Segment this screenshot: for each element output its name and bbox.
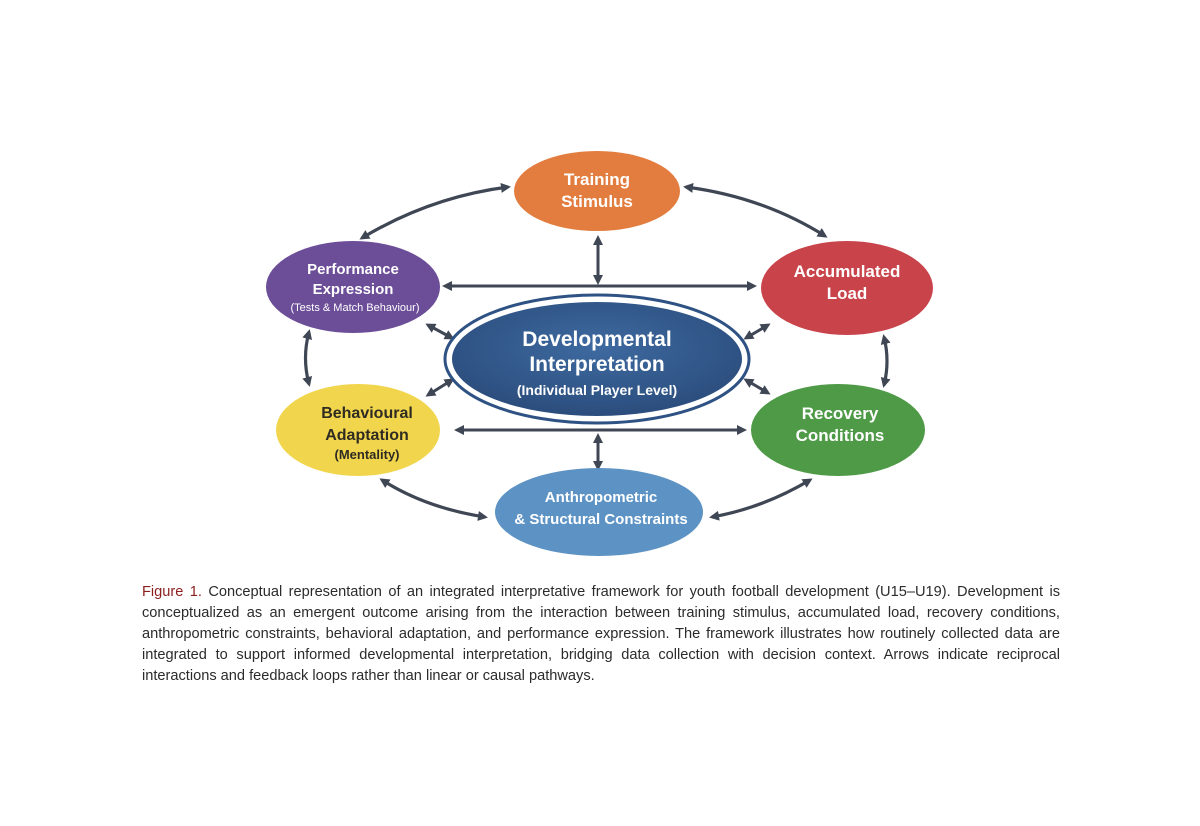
- node-label-line2: Expression: [313, 281, 394, 298]
- interaction-arrows: [302, 182, 891, 521]
- arrow-accumulated-center: [743, 323, 771, 340]
- node-recovery-conditions: Recovery Conditions: [751, 384, 925, 476]
- node-shape: [761, 241, 933, 335]
- node-training-stimulus: Training Stimulus: [514, 151, 680, 231]
- node-label-line2: Adaptation: [325, 427, 409, 444]
- node-label-line1: Training: [564, 170, 630, 189]
- node-sublabel: (Individual Player Level): [517, 382, 677, 398]
- node-label-line1: Performance: [307, 261, 399, 278]
- node-label-line1: Accumulated: [794, 262, 901, 281]
- node-label-line2: Conditions: [796, 426, 885, 445]
- arrow-accumulated-recovery: [880, 334, 891, 388]
- node-shape: [266, 241, 440, 333]
- node-label-line2: Interpretation: [529, 353, 664, 376]
- node-developmental-interpretation: Developmental Interpretation (Individual…: [443, 293, 751, 425]
- node-label-line2: Stimulus: [561, 192, 633, 211]
- node-shape: [495, 468, 703, 556]
- node-label-line1: Behavioural: [321, 405, 413, 422]
- framework-diagram: Training Stimulus Accumulated Load Recov…: [266, 151, 933, 556]
- node-label-line1: Recovery: [802, 404, 879, 423]
- node-shape: [751, 384, 925, 476]
- figure-caption: Figure 1. Conceptual representation of a…: [142, 582, 1060, 687]
- figure-label: Figure 1.: [142, 584, 202, 600]
- node-shape: [452, 302, 742, 416]
- arrow-recovery-center: [743, 378, 771, 395]
- arrow-behavioural-center: [425, 378, 455, 397]
- node-anthropometric-constraints: Anthropometric & Structural Constraints: [495, 468, 703, 556]
- arrow-anthropometric-behavioural: [379, 478, 488, 521]
- node-shape: [276, 384, 440, 476]
- node-accumulated-load: Accumulated Load: [761, 241, 933, 335]
- node-performance-expression: Performance Expression (Tests & Match Be…: [266, 241, 440, 333]
- arrow-training-accumulated: [683, 182, 828, 238]
- node-behavioural-adaptation: Behavioural Adaptation (Mentality): [276, 384, 440, 476]
- arrow-performance-center: [425, 323, 455, 340]
- arrow-performance-training: [359, 182, 511, 240]
- node-label-line1: Developmental: [522, 328, 671, 351]
- node-shape: [514, 151, 680, 231]
- node-label-line2: Load: [827, 284, 868, 303]
- node-label-line2: & Structural Constraints: [514, 511, 687, 528]
- node-sublabel: (Mentality): [335, 447, 400, 462]
- node-label-line1: Anthropometric: [545, 489, 658, 506]
- caption-text: Conceptual representation of an integrat…: [142, 584, 1060, 684]
- node-sublabel: (Tests & Match Behaviour): [291, 302, 420, 314]
- arrow-behavioural-performance: [302, 329, 313, 387]
- arrow-recovery-anthropometric: [709, 478, 813, 521]
